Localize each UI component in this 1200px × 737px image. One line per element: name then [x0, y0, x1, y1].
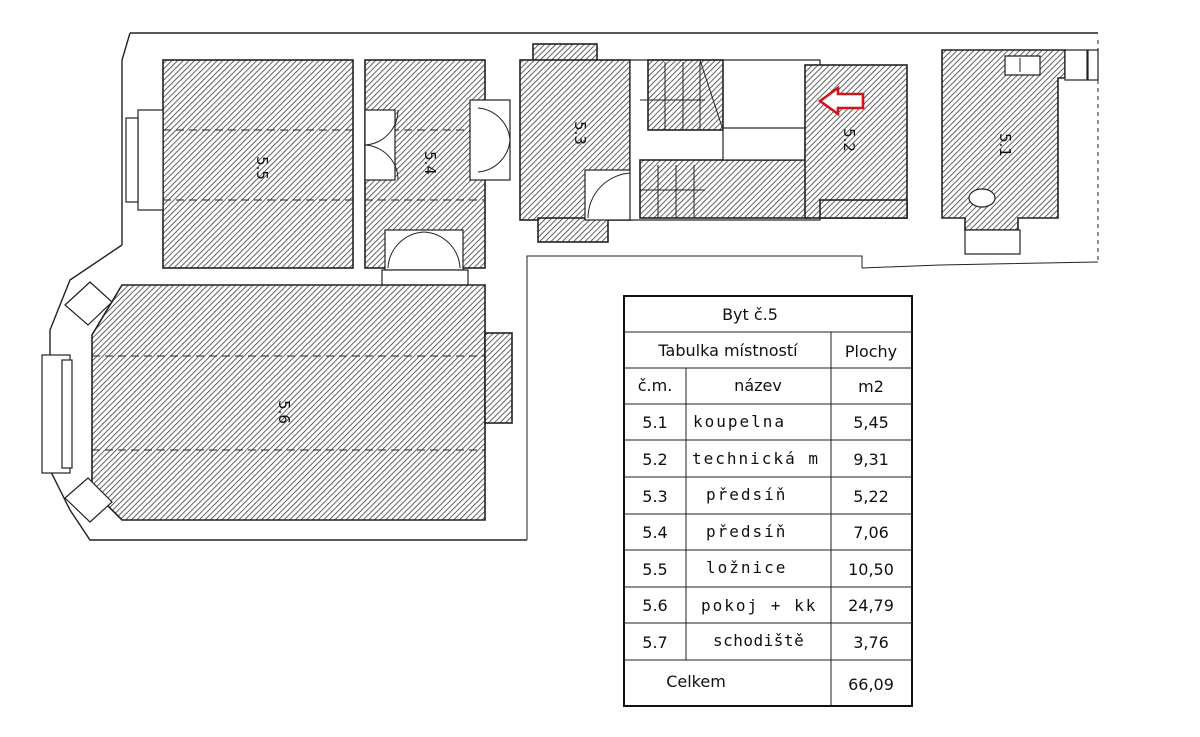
- table-row: 5.4 předsíň 7,06: [642, 522, 889, 542]
- room-5-6: 5.6: [41, 281, 513, 523]
- table-header-rooms: Tabulka místností: [657, 341, 798, 360]
- row-number: 5.3: [642, 487, 667, 506]
- room-label-5-4: 5.4: [421, 151, 439, 175]
- room-5-4: 5.4: [364, 59, 511, 287]
- row-area: 9,31: [853, 450, 889, 469]
- row-number: 5.5: [642, 560, 667, 579]
- row-number: 5.1: [642, 413, 667, 432]
- row-name: schodiště: [713, 631, 804, 650]
- table-col-number: č.m.: [638, 376, 673, 395]
- row-number: 5.7: [642, 633, 667, 652]
- area-table: Byt č.5 Tabulka místností Plochy č.m. ná…: [623, 295, 913, 707]
- row-area: 10,50: [848, 560, 894, 579]
- table-row: 5.5 ložnice 10,50: [642, 558, 894, 579]
- room-label-5-2: 5.2: [840, 128, 858, 152]
- row-name: ložnice: [706, 558, 787, 577]
- room-5-2: 5.2: [804, 64, 908, 219]
- room-5-5: 5.5: [125, 59, 354, 269]
- row-number: 5.2: [642, 450, 667, 469]
- row-name: koupelna: [693, 412, 786, 431]
- row-area: 5,22: [853, 487, 889, 506]
- table-title: Byt č.5: [722, 305, 778, 324]
- row-name: předsíň: [706, 522, 787, 541]
- table-row: 5.1 koupelna 5,45: [642, 412, 889, 432]
- row-area: 3,76: [853, 633, 889, 652]
- room-label-5-1: 5.1: [996, 133, 1014, 157]
- room-5-3: 5.3: [519, 43, 634, 243]
- row-name: technická m: [692, 449, 820, 468]
- row-number: 5.4: [642, 523, 667, 542]
- room-5-1: 5.1: [941, 49, 1099, 255]
- room-label-5-3: 5.3: [571, 121, 589, 145]
- table-col-area: m2: [858, 377, 884, 396]
- entrance-arrow-icon: [817, 85, 865, 117]
- room-label-5-5: 5.5: [253, 156, 271, 180]
- table-total-area: 66,09: [848, 675, 894, 694]
- staircase-5-7: [629, 59, 821, 221]
- row-name: předsíň: [706, 485, 787, 504]
- table-header-areas: Plochy: [845, 342, 897, 361]
- row-area: 5,45: [853, 413, 889, 432]
- row-number: 5.6: [642, 596, 667, 615]
- row-area: 24,79: [848, 596, 894, 615]
- table-row: 5.2 technická m 9,31: [642, 449, 889, 469]
- table-col-name: název: [734, 376, 782, 395]
- row-area: 7,06: [853, 523, 889, 542]
- table-row: 5.6 pokoj + kk 24,79: [642, 596, 894, 615]
- table-row: 5.3 předsíň 5,22: [642, 485, 889, 506]
- row-name: pokoj + kk: [701, 596, 817, 615]
- room-label-5-6: 5.6: [275, 400, 293, 424]
- table-row: 5.7 schodiště 3,76: [642, 631, 889, 652]
- table-total-label: Celkem: [666, 672, 726, 691]
